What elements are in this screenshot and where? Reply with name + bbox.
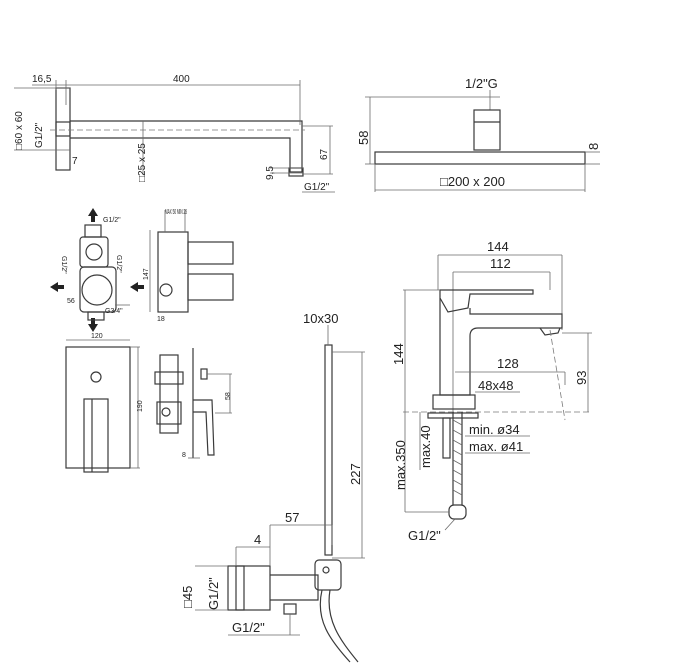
dim-tube-section: □25 x 25 xyxy=(137,143,148,182)
dim-outlet-offset: 9,5 xyxy=(265,166,276,180)
valve-body-height: 147 xyxy=(143,268,150,280)
dim-min-hole: min. ø34 xyxy=(469,422,520,437)
dim-mixer-hose-thread: G1/2" xyxy=(408,528,441,543)
wall-bracket xyxy=(227,565,271,611)
wall-flange xyxy=(55,87,71,171)
dim-max-hose: max.350 xyxy=(393,440,408,490)
basin-mixer-drawing: 144 112 144 93 128 48x48 min. ø34 max. ø… xyxy=(391,239,592,543)
dim-drop-height: 67 xyxy=(319,148,330,160)
dim-max-deck: max.40 xyxy=(418,425,433,468)
hose xyxy=(319,589,351,663)
diverter-knob xyxy=(90,371,102,383)
dim-spout-reach: 128 xyxy=(497,356,519,371)
dim-lever-offset: 58 xyxy=(225,392,232,400)
mixer-lever xyxy=(439,289,534,313)
dim-flange-size: □60 x 60 xyxy=(14,111,25,150)
dim-head-thread: 1/2"G xyxy=(465,76,498,91)
dim-bracket-size: □45 xyxy=(180,586,195,608)
valve-right-thread: G1/2" xyxy=(115,255,122,273)
wall-connector xyxy=(55,121,71,137)
dim-max-hole: max. ø41 xyxy=(469,439,523,454)
valve-offset: 56 xyxy=(67,298,75,305)
dim-height: 144 xyxy=(391,343,406,365)
head-plate xyxy=(374,151,586,165)
dim-bracket-thread: G1/2" xyxy=(206,577,221,610)
shower-arm-drawing: 16,5 400 □60 x 60 G1/2" 7 □25 x 25 9,5 6… xyxy=(14,74,335,193)
lever-front xyxy=(83,398,109,473)
cover-plate xyxy=(65,346,131,469)
head-connector xyxy=(473,109,501,151)
valve-bottom-thread: G3/4" xyxy=(105,308,123,315)
dim-plate-thickness: 8 xyxy=(586,143,601,150)
valve-left-thread: G1/2" xyxy=(60,256,67,274)
hand-shower-drawing: 10x30 227 57 4 □45 G1/2" G1/2" xyxy=(180,311,365,663)
dim-base-size: 48x48 xyxy=(478,378,513,393)
valve-base-depth: 18 xyxy=(157,316,165,323)
arm-tube xyxy=(70,120,303,173)
dim-handle-section: 10x30 xyxy=(303,311,338,326)
hose-nut xyxy=(448,504,467,520)
dim-plate-height: 190 xyxy=(137,400,144,412)
lever-side xyxy=(193,399,215,456)
dim-step: 4 xyxy=(254,532,261,547)
bracket-arm xyxy=(270,574,319,601)
hand-shower-handle xyxy=(324,344,333,556)
arrow-down-icon xyxy=(88,318,98,332)
dim-flange-offset: 16,5 xyxy=(32,74,52,85)
shower-head-drawing: 1/2"G 58 8 □200 x 200 xyxy=(356,76,601,192)
mixer-hose xyxy=(452,412,463,505)
dim-lever-length: 112 xyxy=(490,256,511,271)
dim-handle-length: 227 xyxy=(348,463,363,485)
dim-head-height: 58 xyxy=(356,131,371,145)
arrow-up-icon xyxy=(88,208,98,222)
dim-total-depth: 144 xyxy=(487,239,509,254)
dim-flange-depth: 7 xyxy=(72,156,78,167)
aerator xyxy=(539,327,561,336)
dim-plate-thickness: 8 xyxy=(182,452,186,459)
dim-spout-height: 93 xyxy=(574,371,589,385)
dim-plate-width: 120 xyxy=(91,333,103,340)
mixer-base xyxy=(432,394,476,410)
dim-hose-thread: G1/2" xyxy=(232,620,265,635)
concealed-valve-drawing: G1/2" G1/2" G1/2" G3/4" 56 MAX 50 MIN 25… xyxy=(50,208,234,332)
arrow-left-icon xyxy=(50,282,64,292)
valve-depth-range: MAX 50 MIN 25 xyxy=(165,209,187,216)
dim-projection: 57 xyxy=(285,510,299,525)
valve-top-thread: G1/2" xyxy=(103,217,121,224)
handle-holder xyxy=(314,559,342,591)
mixer-body xyxy=(439,298,563,396)
dim-head-size: □200 x 200 xyxy=(440,174,505,189)
arrow-right-icon xyxy=(130,282,144,292)
dim-outlet-thread: G1/2" xyxy=(304,182,330,193)
dim-wall-thread: G1/2" xyxy=(34,122,45,148)
valve-plate-drawing: 120 190 58 8 xyxy=(65,333,232,473)
dim-arm-length: 400 xyxy=(173,74,190,85)
